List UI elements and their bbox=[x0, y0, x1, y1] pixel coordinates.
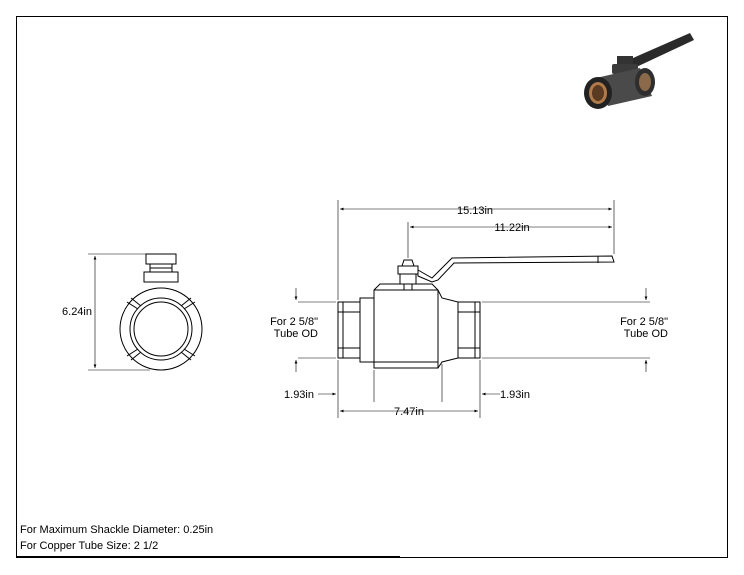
dimension-lines bbox=[294, 200, 650, 418]
handle-length-dimension: 11.22in bbox=[494, 222, 529, 234]
drawing-sheet bbox=[16, 16, 728, 558]
valve-end-view bbox=[88, 253, 203, 371]
valve-side-view bbox=[337, 255, 615, 369]
tube-od-right-line1: For 2 5/8" bbox=[620, 316, 668, 328]
tube-size-note: For Copper Tube Size: 2 1/2 bbox=[20, 540, 159, 552]
height-dimension: 6.24in bbox=[62, 306, 92, 318]
body-length-dimension: 7.47in bbox=[394, 406, 424, 418]
tube-od-left-line1: For 2 5/8" bbox=[270, 316, 318, 328]
tube-od-left-line2: Tube OD bbox=[274, 328, 318, 340]
left-end-dimension: 1.93in bbox=[284, 389, 314, 401]
right-end-dimension: 1.93in bbox=[500, 389, 530, 401]
shackle-note: For Maximum Shackle Diameter: 0.25in bbox=[20, 524, 214, 536]
title-block-line bbox=[16, 556, 400, 557]
tube-od-right-line2: Tube OD bbox=[624, 328, 668, 340]
overall-length-dimension: 15.13in bbox=[457, 205, 493, 217]
valve-iso-render bbox=[584, 33, 694, 109]
